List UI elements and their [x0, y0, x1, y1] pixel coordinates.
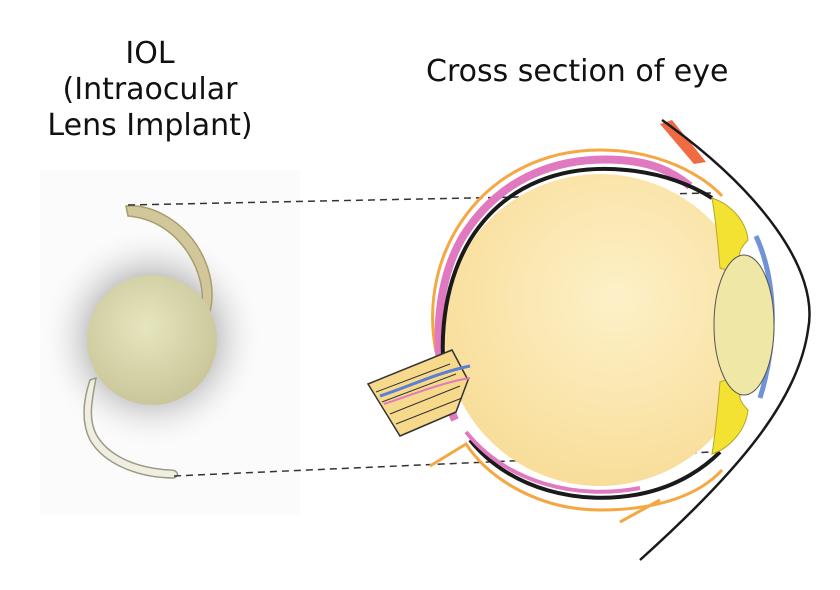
- iol-label-line-1: IOL: [125, 36, 175, 71]
- eye-cross-section-label: Cross section of eye: [426, 54, 729, 89]
- optic-nerve-vessel-blue: [379, 364, 471, 398]
- upper-muscle: [660, 120, 706, 164]
- natural-lens: [713, 254, 775, 396]
- iol-label-line-2: (Intraocular: [62, 72, 238, 107]
- retina-layer: [440, 166, 714, 411]
- choroid-lower: [464, 430, 641, 494]
- retina-lower: [468, 438, 722, 500]
- optic-nerve-vessel-pink: [383, 377, 471, 405]
- eye-cross-section: [366, 118, 811, 561]
- sclera-lower-tail: [619, 498, 661, 524]
- optic-nerve: [366, 349, 471, 437]
- iol-implant: [40, 170, 300, 515]
- choroid-layer: [434, 155, 693, 422]
- vitreous-body: [444, 174, 756, 486]
- optic-nerve-fibers: [375, 363, 463, 425]
- iol-optic: [87, 275, 217, 405]
- iol-lower-haptic: [83, 376, 179, 479]
- sclera-outline: [429, 148, 724, 512]
- iol-label-line-3: Lens Implant): [47, 108, 253, 143]
- iol-label: IOL (Intraocular Lens Implant): [20, 36, 280, 144]
- cornea-outer: [639, 118, 811, 561]
